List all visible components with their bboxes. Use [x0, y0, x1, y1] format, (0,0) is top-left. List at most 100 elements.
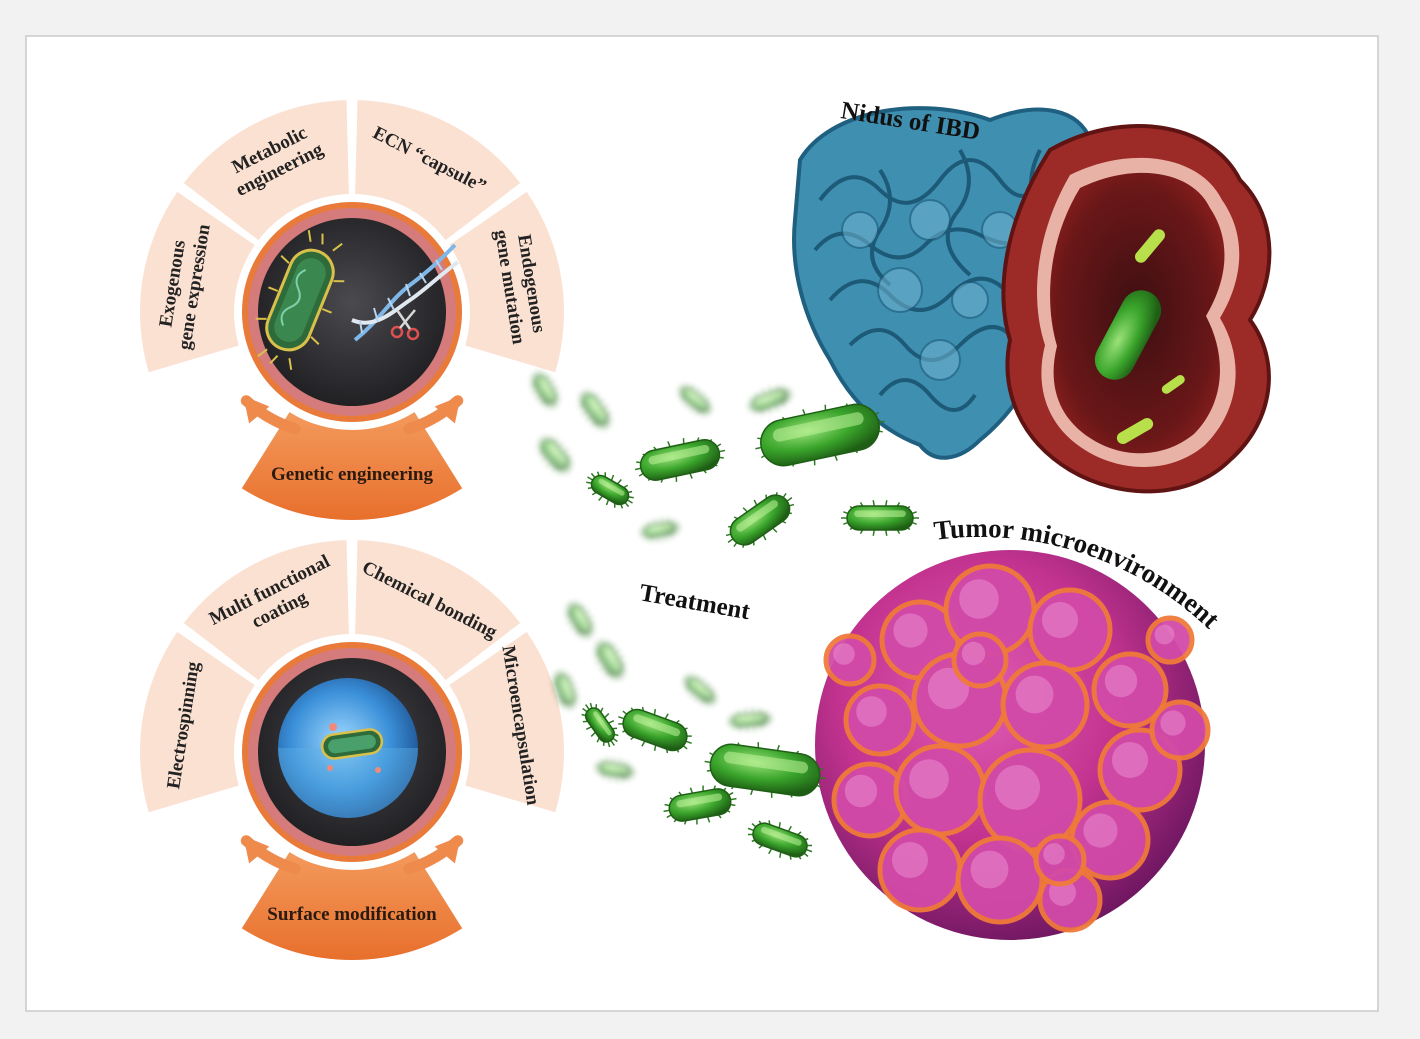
flying-bacterium-icon: [536, 435, 574, 475]
flying-bacterium-icon: [727, 707, 773, 733]
top-wheel-band-shape: [241, 412, 463, 520]
bacterium-highlight: [633, 714, 681, 737]
dna-icon: [351, 243, 460, 342]
tumor-cell-highlight: [1015, 675, 1054, 714]
bottom-wheel-segment-shape: [140, 631, 255, 813]
bacterium-highlight: [692, 680, 711, 697]
flying-bacterium-icon: [681, 673, 719, 707]
bacterium-highlight: [687, 390, 706, 407]
top-wheel-band: Genetic engineering: [241, 412, 463, 520]
tumor-illustration: [815, 550, 1211, 940]
top-wheel-arrow-left: [240, 395, 301, 435]
top-wheel-segment-shape: [140, 191, 255, 373]
flying-bacterium-icon: [841, 500, 919, 536]
top-wheel-segment-1: Exogenousgene expression: [140, 191, 255, 373]
top-wheel-segment-shape: [355, 100, 521, 241]
bottom-wheel-segment-shape: [183, 540, 349, 681]
tumor-cells: [823, 563, 1211, 933]
bacterium-highlight: [648, 444, 710, 465]
tumor-cell-highlight: [1104, 664, 1138, 698]
tumor-cell-highlight: [833, 643, 855, 665]
bacterium-highlight: [589, 397, 606, 420]
bacterium-highlight: [593, 711, 612, 736]
bacterium-highlight: [605, 647, 620, 670]
intestine-fold: [951, 281, 989, 319]
bottom-wheel-band-shape: [241, 852, 463, 960]
bottom-wheel-segment-4: Microencapsulation: [449, 631, 564, 813]
bottom-wheel-core: [242, 642, 462, 862]
tumor-cell-highlight: [844, 774, 878, 808]
genetic-engineering-wheel: Exogenousgene expressionMetabolicenginee…: [140, 100, 564, 520]
intestine-loop: [878, 378, 977, 412]
intestine-fold: [841, 211, 879, 249]
bacterium-body: [540, 439, 570, 471]
bacterium-highlight: [854, 510, 906, 518]
flying-bacterium-icon: [550, 669, 580, 711]
bacterium-pilus: [564, 466, 571, 474]
bacterium-highlight: [756, 391, 783, 404]
bacterium-pilus: [876, 420, 885, 424]
tumor-cell-highlight: [892, 842, 928, 878]
flying-bacterium-icon: [676, 383, 714, 417]
flying-bacterium-icon: [618, 706, 692, 754]
bacterium-highlight: [676, 793, 723, 808]
top-wheel-center-label: Genetic engineering: [271, 464, 433, 485]
bacterium-highlight: [736, 715, 764, 721]
top-wheel-arrows: [240, 395, 464, 435]
bottom-wheel-arrows: [240, 835, 464, 875]
top-wheel-segment-shape: [183, 100, 349, 241]
tumor-cell-highlight: [893, 613, 928, 648]
bottom-wheel-segment-shape: [449, 631, 564, 813]
flying-bacterium-icon: [663, 785, 737, 825]
tumor-cell-highlight: [970, 850, 1009, 889]
flying-bacterium-icon: [586, 471, 634, 509]
bacteria-swarm: [529, 370, 919, 860]
flying-bacterium-icon: [581, 702, 619, 748]
tumor-cell-highlight: [1112, 742, 1148, 778]
flying-bacterium-icon: [594, 757, 636, 783]
bacterium-highlight: [761, 826, 802, 846]
top-wheel-segment-3: ECN “capsule”: [355, 100, 521, 241]
top-wheel-segments: Exogenousgene expressionMetabolicenginee…: [140, 100, 564, 373]
scissors-icon: [390, 309, 420, 341]
bottom-wheel-arrow-left: [240, 835, 301, 875]
flying-bacterium-icon: [704, 742, 826, 798]
flying-bacterium-icon: [725, 492, 795, 548]
intestine-loop: [945, 149, 972, 277]
top-wheel-segment-2: Metabolicengineering: [183, 100, 349, 241]
bacterium-highlight: [724, 751, 809, 774]
bacterium-pilus: [704, 407, 712, 415]
intestine-loop: [870, 168, 892, 287]
intestine-loop: [818, 158, 1052, 205]
top-wheel-segment-4: Endogenousgene mutation: [449, 191, 564, 373]
intestine-fold: [909, 199, 951, 241]
intestine-illustration: [792, 106, 1272, 494]
flying-bacterium-icon: [634, 437, 726, 483]
tumor-cell-highlight: [995, 765, 1040, 810]
bacterium-highlight: [772, 412, 864, 442]
flying-bacterium-icon: [639, 517, 681, 543]
bacterium-highlight: [648, 524, 671, 532]
bacterium-body: [686, 677, 714, 703]
tumor-cell-highlight: [1043, 843, 1065, 865]
encapsulated-bacterium-icon: [320, 728, 384, 760]
lumen-bacterium-icon: [1094, 290, 1162, 380]
bottom-wheel-arrow-right: [403, 835, 464, 875]
bacterium-pilus: [602, 421, 609, 430]
tumor-cell-highlight: [856, 696, 887, 727]
flying-bacterium-icon: [755, 403, 885, 467]
lumen-bacterium-small: [1135, 229, 1165, 263]
top-wheel-arrow-right: [403, 395, 464, 435]
bottom-wheel-segment-1: Electrospinning: [140, 631, 255, 813]
bacterium-highlight: [598, 478, 625, 496]
intestine-fold: [919, 339, 961, 381]
tumor-cell-highlight: [1154, 624, 1175, 645]
bacterium-highlight: [562, 678, 573, 700]
tumor-cell-highlight: [1042, 602, 1078, 638]
lumen-bacterium-small: [1116, 418, 1154, 444]
tumor-cell-highlight: [961, 641, 986, 666]
bacterium-pilus: [672, 525, 681, 529]
bottom-wheel-center-label: Surface modification: [267, 904, 437, 925]
